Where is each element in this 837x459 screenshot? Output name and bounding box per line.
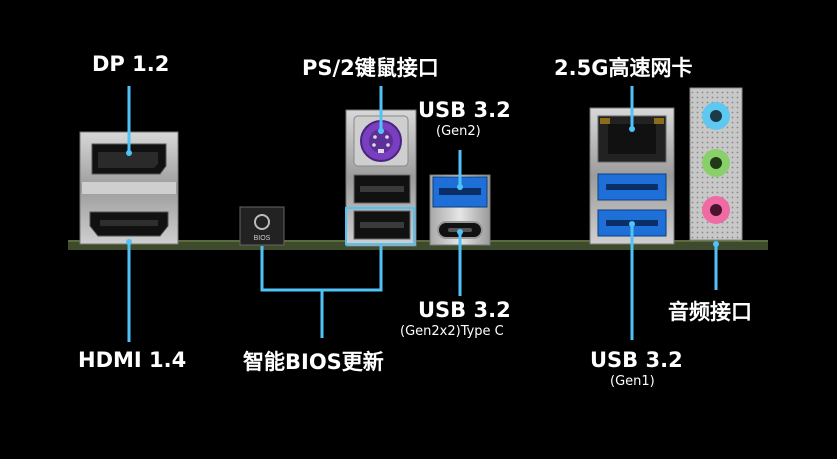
dp-hdmi-ports <box>79 131 179 245</box>
usb-gen2-sub: (Gen2) <box>436 124 481 139</box>
usb-typec-title: USB 3.2 <box>418 298 511 322</box>
bios-button-text: BIOS <box>254 235 271 242</box>
audio-jacks <box>689 87 743 241</box>
bios-label: 智能BIOS更新 <box>243 350 384 374</box>
usb-gen1-sub: (Gen1) <box>610 374 655 389</box>
bios-flash-button <box>239 206 285 246</box>
dp-label: DP 1.2 <box>92 52 170 76</box>
lan-label: 2.5G高速网卡 <box>554 56 693 80</box>
pcb-board <box>68 240 768 250</box>
usb-gen2-title: USB 3.2 <box>418 98 511 122</box>
usb-gen1-title: USB 3.2 <box>590 348 683 372</box>
audio-label: 音频接口 <box>668 300 752 324</box>
ps2-label: PS/2键鼠接口 <box>302 56 439 80</box>
hdmi-label: HDMI 1.4 <box>78 348 187 372</box>
bios-usb-highlight <box>345 207 415 245</box>
usb-gen2-typec-stack <box>429 174 491 246</box>
callout-lines <box>126 86 719 342</box>
usb-typec-sub: (Gen2x2)Type C <box>400 324 504 339</box>
lan-usb-stack <box>589 107 675 245</box>
